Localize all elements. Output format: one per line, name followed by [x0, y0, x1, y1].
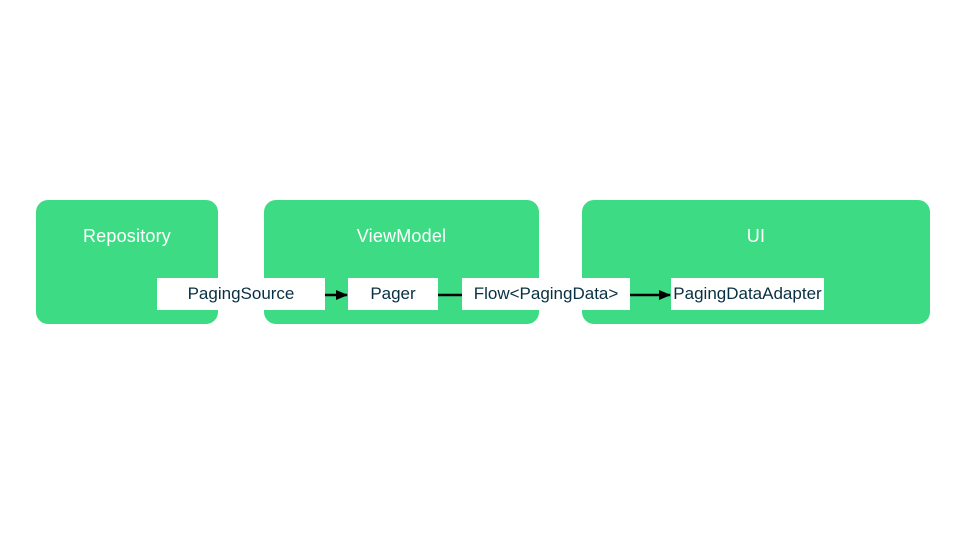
- paging-source-node: PagingSource: [157, 278, 325, 310]
- repository-layer-title: Repository: [82, 226, 172, 246]
- ui-layer-title: UI: [746, 226, 766, 246]
- paging-data-adapter-node: PagingDataAdapter: [671, 278, 824, 310]
- flow-paging-data-node: Flow<PagingData>: [462, 278, 630, 310]
- repository-layer: Repository: [36, 200, 218, 324]
- pager-node: Pager: [348, 278, 438, 310]
- viewmodel-layer-title: ViewModel: [356, 226, 447, 246]
